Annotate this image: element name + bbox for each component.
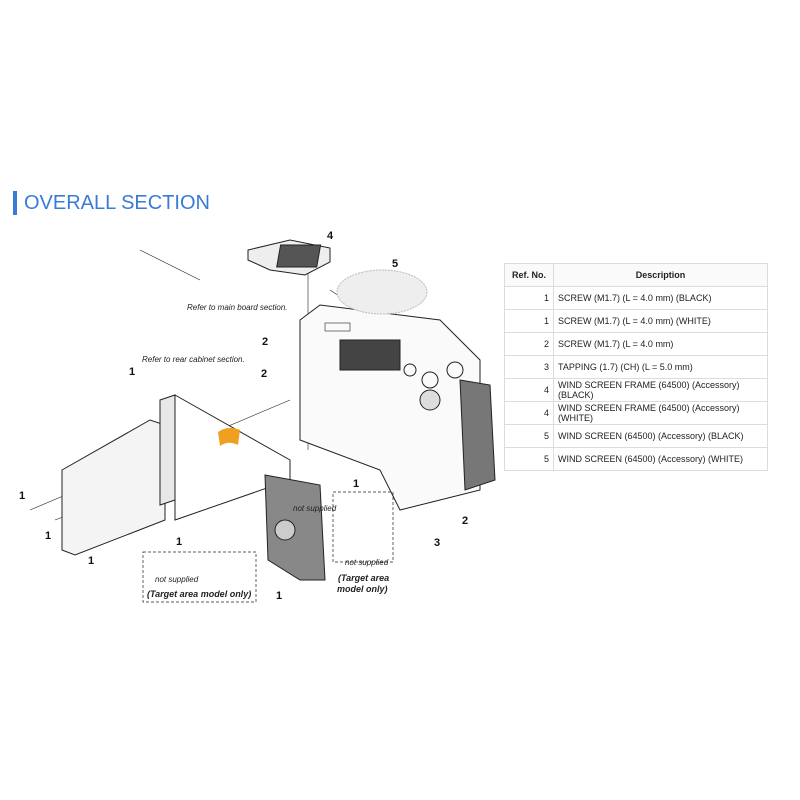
tape [218, 427, 240, 446]
lcd-monitor [61, 419, 166, 556]
ref-label-1: 1 [176, 536, 183, 548]
note-not-supplied: not supplied [155, 575, 199, 584]
ref-label-1: 1 [19, 490, 26, 502]
note-main-board: Refer to main board section. [187, 303, 288, 312]
description-cell: WIND SCREEN FRAME (64500) (Accessory) (W… [553, 401, 768, 425]
note-target-area: (Target area model only) [147, 589, 252, 599]
table-header-row: Ref. No. Description [504, 263, 768, 287]
description-cell: WIND SCREEN (64500) (Accessory) (BLACK) [553, 424, 768, 448]
description-cell: SCREW (M1.7) (L = 4.0 mm) (BLACK) [553, 286, 768, 310]
note-target-area: (Target area [338, 573, 390, 583]
note-not-supplied: not supplied [293, 504, 337, 513]
note-target-area: model only) [337, 584, 388, 594]
description-cell: TAPPING (1.7) (CH) (L = 5.0 mm) [553, 355, 768, 379]
ref-label-2: 2 [261, 368, 268, 380]
page-title: OVERALL SECTION [13, 191, 210, 215]
ref-label-1: 1 [276, 590, 283, 602]
ref-label-4: 4 [327, 230, 334, 242]
note-rear-cabinet: Refer to rear cabinet section. [142, 355, 245, 364]
ref-label-3: 3 [434, 537, 441, 549]
ref-no-cell: 5 [504, 447, 554, 471]
ref-label-2: 2 [462, 515, 469, 527]
header-ref-no: Ref. No. [504, 263, 554, 287]
ref-label-1: 1 [129, 366, 136, 378]
ref-no-cell: 1 [504, 309, 554, 333]
ref-no-cell: 2 [504, 332, 554, 356]
ref-label-1: 1 [45, 530, 52, 542]
ref-no-cell: 5 [504, 424, 554, 448]
ref-no-cell: 3 [504, 355, 554, 379]
ref-no-cell: 4 [504, 378, 554, 402]
ref-label-2: 2 [262, 336, 269, 348]
description-cell: SCREW (M1.7) (L = 4.0 mm) (WHITE) [553, 309, 768, 333]
wind-screen [336, 269, 428, 315]
ref-no-cell: 1 [504, 286, 554, 310]
ref-no-cell: 4 [504, 401, 554, 425]
description-cell: WIND SCREEN (64500) (Accessory) (WHITE) [553, 447, 768, 471]
exploded-diagram: 4 5 2 2 2 3 1 1 1 1 1 1 1 Refer to main … [0, 220, 500, 620]
description-cell: SCREW (M1.7) (L = 4.0 mm) [553, 332, 768, 356]
ref-label-1: 1 [353, 478, 360, 490]
ref-label-5: 5 [392, 258, 399, 270]
ref-label-1: 1 [88, 555, 95, 567]
note-not-supplied: not supplied [345, 558, 389, 567]
description-cell: WIND SCREEN FRAME (64500) (Accessory) (B… [553, 378, 768, 402]
header-description: Description [553, 263, 768, 287]
camera-body [299, 304, 481, 511]
camera-exploded-view [29, 239, 496, 603]
